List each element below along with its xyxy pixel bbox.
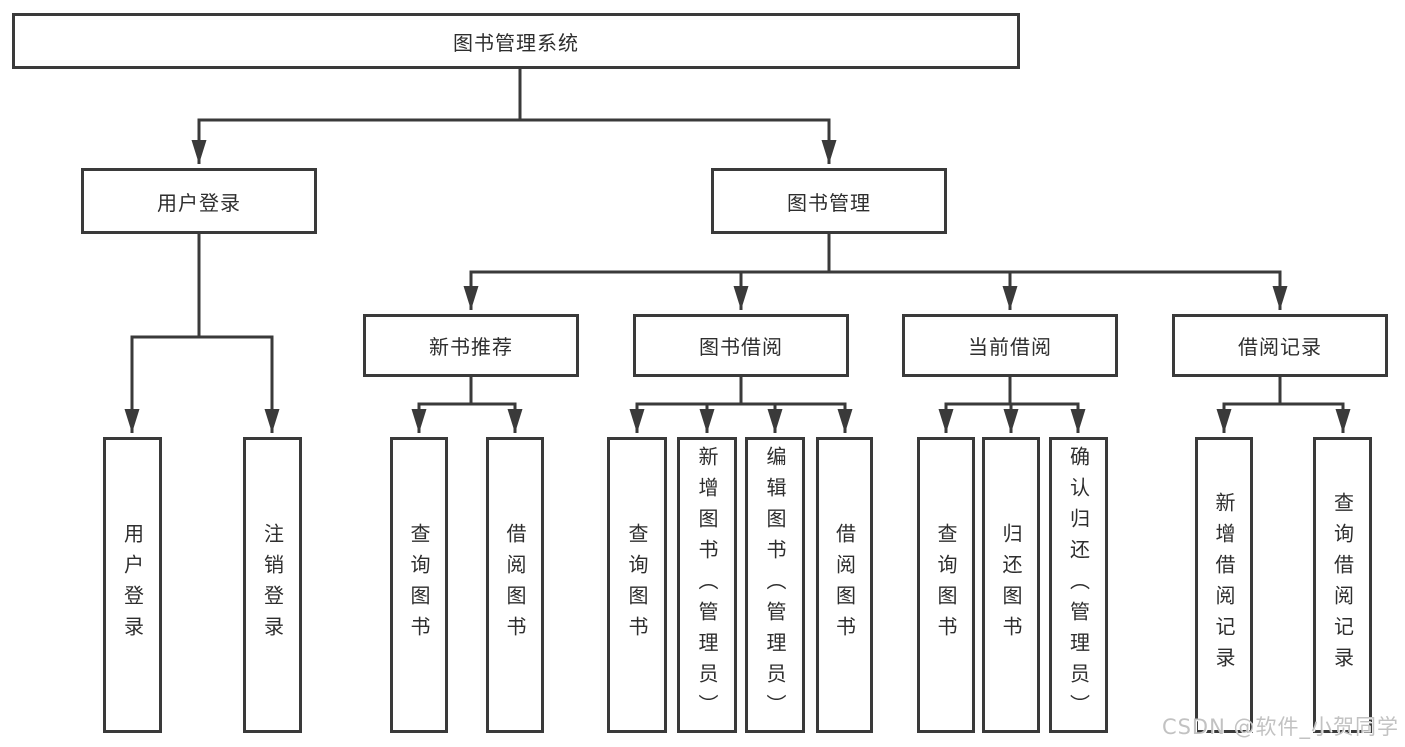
node-book-management-label: 图书管理 xyxy=(787,190,871,215)
node-user-login-label: 用户登录 xyxy=(157,190,241,215)
leaf-logout-label: 注销登录 xyxy=(260,523,285,647)
leaf-query-book-recommend-label: 查询图书 xyxy=(407,523,431,647)
node-borrowing-records: 借阅记录 xyxy=(1172,314,1388,377)
leaf-add-book-admin: 新增图书（管理员） xyxy=(677,437,737,733)
node-new-book-recommend-label: 新书推荐 xyxy=(429,335,513,359)
leaf-return-book: 归还图书 xyxy=(982,437,1040,733)
leaf-add-book-admin-label: 新增图书（管理员） xyxy=(695,445,719,725)
leaf-query-book-borrowing-label: 查询图书 xyxy=(625,523,649,647)
leaf-logout: 注销登录 xyxy=(243,437,302,733)
leaf-query-book-recommend: 查询图书 xyxy=(390,437,448,733)
node-current-borrowing-label: 当前借阅 xyxy=(968,335,1052,359)
watermark: CSDN @软件_小贺同学 xyxy=(1161,715,1399,739)
leaf-query-borrow-record: 查询借阅记录 xyxy=(1313,437,1372,733)
leaf-borrow-book-recommend: 借阅图书 xyxy=(486,437,544,733)
leaf-add-borrow-record-label: 新增借阅记录 xyxy=(1212,492,1236,678)
node-user-login: 用户登录 xyxy=(81,168,317,234)
leaf-add-borrow-record: 新增借阅记录 xyxy=(1195,437,1253,733)
node-current-borrowing: 当前借阅 xyxy=(902,314,1118,377)
node-book-management: 图书管理 xyxy=(711,168,947,234)
node-book-borrowing: 图书借阅 xyxy=(633,314,849,377)
node-root: 图书管理系统 xyxy=(12,13,1020,69)
leaf-edit-book-admin-label: 编辑图书（管理员） xyxy=(763,445,787,725)
leaf-user-login-label: 用户登录 xyxy=(120,523,145,647)
leaf-query-borrow-record-label: 查询借阅记录 xyxy=(1330,492,1355,678)
node-book-borrowing-label: 图书借阅 xyxy=(699,335,783,359)
node-borrowing-records-label: 借阅记录 xyxy=(1238,335,1322,359)
leaf-borrow-book: 借阅图书 xyxy=(816,437,873,733)
leaf-query-book-current-label: 查询图书 xyxy=(934,523,958,647)
node-new-book-recommend: 新书推荐 xyxy=(363,314,579,377)
leaf-confirm-return-admin: 确认归还（管理员） xyxy=(1049,437,1108,733)
leaf-edit-book-admin: 编辑图书（管理员） xyxy=(745,437,805,733)
leaf-borrow-book-label: 借阅图书 xyxy=(832,523,857,647)
node-root-label: 图书管理系统 xyxy=(453,30,579,55)
leaf-confirm-return-admin-label: 确认归还（管理员） xyxy=(1066,445,1091,725)
leaf-borrow-book-recommend-label: 借阅图书 xyxy=(503,523,527,647)
leaf-return-book-label: 归还图书 xyxy=(999,523,1023,647)
leaf-query-book-borrowing: 查询图书 xyxy=(607,437,667,733)
leaf-user-login: 用户登录 xyxy=(103,437,162,733)
leaf-query-book-current: 查询图书 xyxy=(917,437,975,733)
